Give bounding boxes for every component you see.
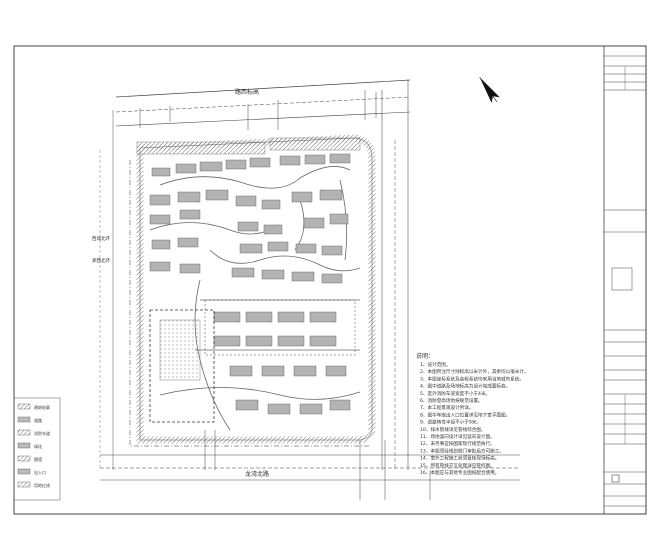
- note-line: 2、本图所注尺寸除标高以米计外，其余均以毫米计。: [420, 368, 529, 375]
- note-line: 6、消防登高场地按规范设置。: [420, 397, 483, 404]
- legend-swatch: [17, 416, 31, 423]
- north-arrow-icon: [479, 77, 500, 104]
- road-bottom: [100, 454, 520, 481]
- legend-label: 用地红线: [34, 482, 50, 488]
- note-line: 3、本图坐标系统及高程系统均采用当地城市系统。: [420, 375, 524, 382]
- note-line: 16、本图应与其他专业图纸配合使用。: [420, 469, 499, 476]
- road-bottom-label: 龙湾北路: [245, 470, 269, 478]
- title-block: [603, 45, 647, 515]
- road-top: [115, 79, 411, 127]
- note-line: 11、场地竖向设计详见竖向设计图。: [420, 433, 495, 440]
- road-top-label: 路西标高: [235, 88, 259, 96]
- note-line: 15、所有管线交叉处理详见管综图。: [420, 462, 495, 469]
- note-line: 7、本工程景观设计另详。: [420, 404, 473, 411]
- note-line: 8、图中车库出入口位置详见地下室平面图。: [420, 411, 510, 418]
- legend-label: 出入口: [34, 469, 46, 475]
- site-boundary: [136, 134, 376, 444]
- legend-swatch: [17, 403, 31, 410]
- residential-buildings: [149, 153, 351, 415]
- legend-swatch: [17, 481, 31, 488]
- legend-label: 绿化: [34, 443, 42, 449]
- legend-label: 道路: [34, 417, 42, 423]
- legend-swatch: [17, 455, 31, 462]
- note-line: 12、未尽事宜按国家现行规范执行。: [420, 440, 495, 447]
- note-line: 1、设计范围。: [420, 361, 451, 368]
- design-notes: 说明： 1、设计范围。2、本图所注尺寸除标高以米计外，其余均以毫米计。3、本图坐…: [416, 352, 529, 476]
- west-road-label: 西城北环: [92, 235, 110, 242]
- west-road-label-2: 郑西北环: [92, 257, 110, 264]
- basement-outline: [149, 309, 215, 423]
- legend-label: 消防车道: [34, 430, 50, 436]
- legend-swatch: [17, 468, 31, 475]
- legend-swatch: [17, 429, 31, 436]
- note-line: 14、室外工程施工前须复核现场标高。: [420, 455, 499, 462]
- note-line: 10、排水管线详见管线综合图。: [420, 426, 486, 433]
- note-line: 13、本图须经规划部门审批后方可施工。: [420, 447, 504, 454]
- note-line: 4、图中道路及场地标高为设计完成面标高。: [420, 383, 510, 390]
- legend-label: 建筑轮廓: [34, 404, 50, 410]
- notes-heading: 说明：: [416, 352, 434, 360]
- legend-swatch: [17, 442, 31, 449]
- note-line: 9、道路转弯半径不小于9米。: [420, 419, 481, 426]
- note-line: 5、室外消防车道宽度不小于4米。: [420, 390, 490, 397]
- firm-logo-icon: [611, 474, 620, 483]
- location-map-icon: [611, 267, 633, 291]
- legend-label: 围墙: [34, 456, 42, 462]
